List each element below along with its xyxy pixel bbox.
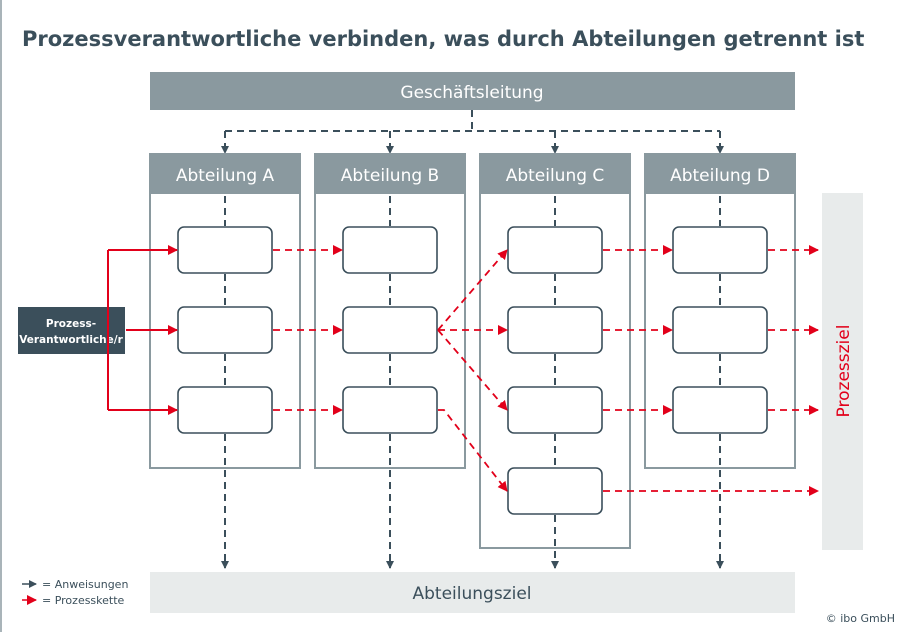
process-chain-arrow bbox=[437, 249, 508, 331]
department-header bbox=[150, 154, 300, 194]
process-chain-arrow bbox=[437, 329, 508, 411]
process-step-box bbox=[672, 226, 768, 274]
copyright: © ibo GmbH bbox=[826, 612, 895, 625]
process-step-box bbox=[672, 306, 768, 354]
process-step-box bbox=[342, 306, 438, 354]
process-step-box bbox=[507, 467, 603, 515]
process-step-box bbox=[177, 226, 273, 274]
process-step-box bbox=[672, 386, 768, 434]
page-title: Prozessverantwortliche verbinden, was du… bbox=[22, 27, 864, 51]
management-label: Geschäftsleitung bbox=[400, 83, 543, 103]
process-owner-line1: Prozess- bbox=[46, 318, 96, 330]
instruction-lines bbox=[221, 110, 724, 569]
department-header bbox=[480, 154, 630, 194]
department-column: Abteilung D bbox=[644, 153, 796, 469]
legend: = Anweisungen = Prozesskette bbox=[22, 578, 128, 607]
department-label: Abteilung D bbox=[670, 166, 770, 186]
department-header bbox=[315, 154, 465, 194]
department-label: Abteilung B bbox=[341, 166, 439, 186]
process-step-box bbox=[177, 386, 273, 434]
legend-instructions: = Anweisungen bbox=[42, 578, 128, 591]
process-step-box bbox=[177, 306, 273, 354]
process-owner-line2: Verantwortliche/r bbox=[19, 334, 123, 346]
department-label: Abteilung C bbox=[506, 166, 605, 186]
legend-process-chain: = Prozesskette bbox=[42, 594, 125, 607]
process-chain-arrow bbox=[438, 409, 508, 492]
process-step-box bbox=[507, 386, 603, 434]
department-column: Abteilung A bbox=[149, 153, 301, 469]
management-bar: Geschäftsleitung bbox=[150, 72, 795, 110]
process-goal-label: Prozessziel bbox=[834, 325, 854, 418]
process-step-box bbox=[342, 226, 438, 274]
process-goal-bar bbox=[822, 193, 863, 550]
department-column: Abteilung B bbox=[314, 153, 466, 469]
department-goal-bar bbox=[150, 572, 795, 613]
department-label: Abteilung A bbox=[176, 166, 275, 186]
process-step-box bbox=[507, 226, 603, 274]
process-step-box bbox=[342, 386, 438, 434]
process-step-box bbox=[507, 306, 603, 354]
department-header bbox=[645, 154, 795, 194]
department-column: Abteilung C bbox=[479, 153, 631, 549]
department-goal-label: Abteilungsziel bbox=[412, 584, 531, 604]
